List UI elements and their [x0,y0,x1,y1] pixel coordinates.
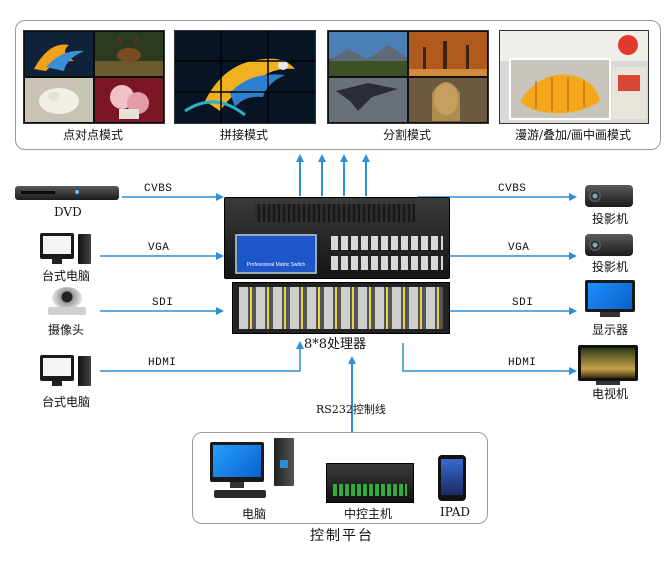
processor-vent [255,204,415,222]
processor-io-cards [239,287,443,329]
control-device-label: 电脑 [242,507,267,521]
mode-output-arrows [296,154,370,196]
mode-thumbnail [23,30,165,124]
mode-thumbnail [499,30,649,124]
mode-label: 点对点模式 [62,128,123,142]
desktop-tower-icon [78,356,91,386]
processor-rear-panel [232,282,450,334]
projector-icon [585,234,633,256]
control-device-label: IPAD [440,505,470,519]
control-platform-title: 控制平台 [310,528,374,544]
signal-label: VGA [508,242,530,254]
signal-label: CVBS [144,183,173,195]
computer-monitor-icon [210,442,264,482]
mode-label: 漫游/叠加/画中画模式 [514,128,632,142]
input-device-label: 台式电脑 [42,395,91,409]
output-device-label: 投影机 [592,260,629,274]
mode-label: 拼接模式 [219,128,268,142]
point-to-point-image [25,32,163,122]
ipad-icon [438,455,466,501]
processor-lcd-screen: Professional Matrix Switch [235,234,317,274]
mode-thumbnail [327,30,489,124]
signal-label: HDMI [148,357,177,369]
processor-front-panel: Professional Matrix Switch [224,197,450,279]
tv-icon [578,345,638,381]
camera-icon [48,287,86,315]
monitor-stand-icon [600,312,620,317]
split-image [329,32,487,122]
input-device-label: 摄像头 [48,323,85,337]
signal-label: HDMI [508,357,537,369]
output-device-label: 显示器 [592,323,629,337]
projector-icon [585,185,633,207]
input-device-label: 台式电脑 [42,269,91,283]
input-device-label: DVD [54,205,82,219]
computer-stand-icon [230,482,244,488]
computer-tower-icon [274,438,294,486]
desktop-stand-icon [52,381,62,386]
processor-label: 8*8处理器 [304,337,367,352]
pip-image [500,31,648,123]
monitor-icon [585,280,635,312]
splicing-image [175,31,315,123]
signal-label: SDI [512,297,534,309]
tv-stand-icon [596,381,620,385]
signal-label: SDI [152,297,174,309]
mode-thumbnail [174,30,316,124]
signal-label: CVBS [498,183,527,195]
central-control-host-icon [326,463,414,503]
mode-label: 分割模式 [382,128,431,142]
desktop-monitor-icon [40,233,74,259]
desktop-monitor-icon [40,355,74,381]
keyboard-icon [214,490,266,498]
output-device-label: 电视机 [592,387,629,401]
signal-label: VGA [148,242,170,254]
output-device-label: 投影机 [592,212,629,226]
desktop-tower-icon [78,234,91,264]
desktop-stand-icon [52,259,62,264]
control-device-label: 中控主机 [344,507,393,521]
rs232-label: RS232控制线 [316,403,386,416]
dvd-player-icon [15,186,119,200]
processor-screen-text: Professional Matrix Switch [246,262,306,268]
processor-button-grid [331,236,443,270]
input-arrows [100,193,304,372]
